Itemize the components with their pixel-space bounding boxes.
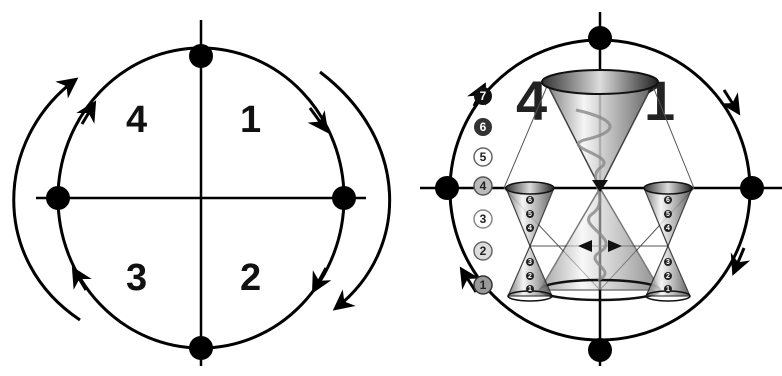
svg-text:2: 2 [666, 273, 670, 280]
svg-text:1: 1 [528, 286, 532, 293]
left-quadrant-label-3: 3 [126, 257, 147, 299]
right-node-bottom [588, 338, 612, 362]
scale-number-2: 2 [480, 244, 487, 258]
central-hourglass-center-marker [592, 180, 608, 192]
right-number-scale: 7 6 5 4 3 2 1 [474, 87, 492, 294]
svg-text:4: 4 [528, 225, 532, 232]
scale-number-4: 4 [480, 179, 487, 193]
left-node-top [189, 44, 213, 68]
right-node-left [435, 176, 459, 200]
scale-number-6: 6 [480, 120, 487, 134]
right-node-top [588, 26, 612, 50]
svg-text:2: 2 [528, 273, 532, 280]
svg-text:4: 4 [666, 225, 670, 232]
left-node-left [46, 186, 70, 210]
left-node-bottom [189, 336, 213, 360]
left-node-right [332, 186, 356, 210]
central-hourglass-top-rim [542, 70, 658, 94]
right-cycle-diagram: 4 1 [420, 12, 782, 366]
left-circle-arrow-q2 [314, 268, 326, 290]
svg-text:6: 6 [528, 197, 532, 204]
svg-text:3: 3 [528, 259, 532, 266]
svg-text:6: 6 [666, 197, 670, 204]
scale-number-3: 3 [480, 212, 487, 226]
svg-text:3: 3 [666, 259, 670, 266]
central-hourglass [540, 70, 660, 300]
left-outer-arc-right [320, 72, 390, 308]
left-quadrant-label-2: 2 [240, 257, 261, 299]
left-cycle-diagram: 1 2 3 4 [14, 20, 390, 366]
svg-text:5: 5 [528, 211, 532, 218]
left-circle-arrow-q3 [74, 270, 86, 290]
svg-text:5: 5 [666, 211, 670, 218]
svg-text:1: 1 [666, 286, 670, 293]
left-quadrant-label-4: 4 [126, 99, 147, 141]
right-node-right [740, 176, 764, 200]
scale-number-1: 1 [480, 278, 487, 292]
left-quadrant-label-1: 1 [240, 99, 261, 141]
scale-number-7: 7 [480, 89, 487, 103]
scale-number-5: 5 [480, 150, 487, 164]
